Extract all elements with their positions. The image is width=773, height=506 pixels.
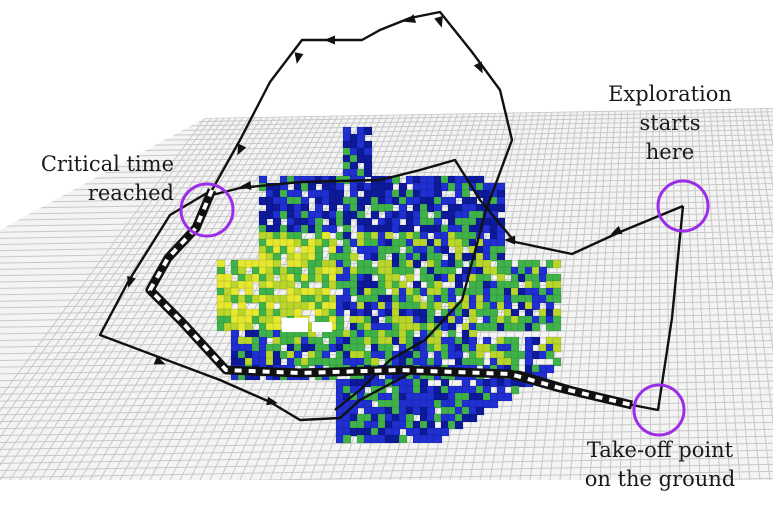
annotation-line: starts (639, 111, 701, 135)
annotation-line: on the ground (584, 467, 736, 491)
voxel-building-model (216, 126, 562, 444)
path-direction-arrow (610, 225, 623, 235)
start-marker-circle (656, 179, 710, 233)
annotation-line: Critical time (40, 152, 174, 176)
path-direction-arrow (127, 275, 136, 288)
path-direction-arrow (266, 396, 278, 406)
annotation-line: here (645, 140, 695, 164)
path-direction-arrow (504, 235, 515, 245)
takeoff-marker-circle (632, 383, 686, 437)
return-path (145, 188, 634, 410)
path-direction-arrow (237, 143, 247, 156)
exploration-start-annotation: Exploration starts here (600, 80, 740, 167)
path-direction-arrow (153, 355, 166, 365)
annotation-line: Take-off point (586, 438, 734, 462)
takeoff-annotation: Take-off point on the ground (560, 436, 760, 494)
path-direction-arrow (294, 52, 304, 64)
critical-time-annotation: Critical time reached (24, 150, 174, 208)
annotation-line: reached (87, 181, 174, 205)
path-direction-arrow (324, 35, 335, 45)
path-direction-arrow (240, 181, 252, 190)
highlight-markers (179, 179, 710, 437)
path-direction-arrow (473, 61, 483, 74)
path-direction-arrow (434, 15, 443, 28)
path-direction-arrow (404, 14, 417, 23)
critical-marker-circle (179, 182, 235, 238)
annotation-line: Exploration (608, 82, 732, 106)
